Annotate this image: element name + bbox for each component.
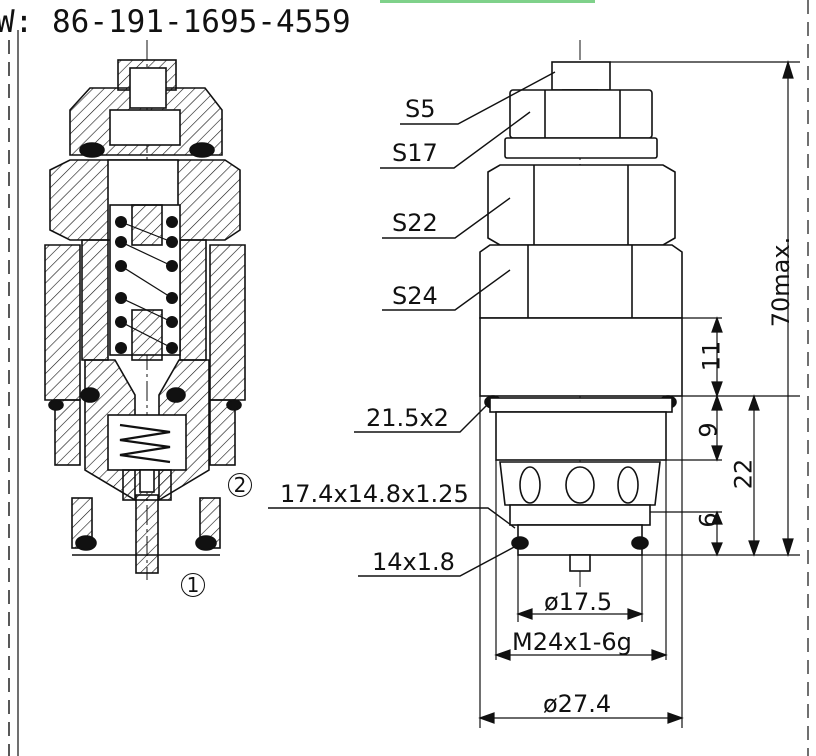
dim-overall-height: 70max. [767,236,796,328]
dim-9: 9 [694,422,723,438]
port-2-marker: 2 [228,473,252,497]
accent-bar [380,0,595,3]
phone-number: W: 86-191-1695-4559 [0,4,351,40]
dim-6: 6 [694,512,723,528]
dim-11: 11 [697,340,726,372]
dim-thread: M24x1-6g [512,628,632,656]
dimension-lines [478,59,800,728]
label-oring-1: 21.5x2 [366,404,449,432]
dim-22: 22 [729,458,758,490]
label-s22: S22 [392,209,438,237]
port-1-marker: 1 [181,573,205,597]
label-s5: S5 [405,95,436,123]
external-view [479,40,683,590]
label-backup-ring: 17.4x14.8x1.25 [280,480,469,508]
hex-leaders [380,71,556,311]
label-s24: S24 [392,282,438,310]
section-view [44,40,246,580]
dim-dia-17-5: ø17.5 [544,588,613,616]
dim-dia-27-4: ø27.4 [543,690,612,718]
label-s17: S17 [392,139,438,167]
label-oring-2: 14x1.8 [372,548,455,576]
